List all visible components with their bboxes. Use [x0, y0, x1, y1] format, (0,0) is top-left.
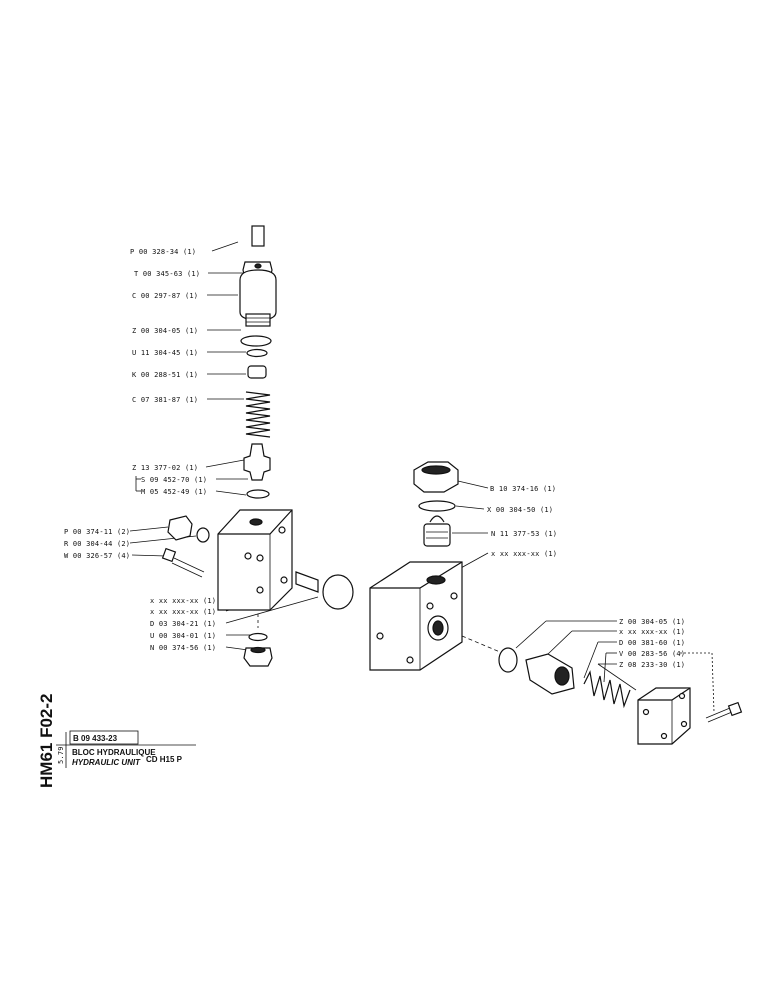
label-r-00-304-44: R 00 304-44 (2) — [64, 540, 130, 548]
cap-plug — [251, 225, 265, 247]
ring-u-11-304-45 — [246, 348, 268, 358]
poppet-z-13-377-02 — [243, 443, 271, 481]
model-designation: CD H15 P — [146, 755, 183, 764]
nut-hole — [254, 263, 262, 269]
o-ring-z-00-304-05-right — [498, 647, 518, 673]
cup-k-00-288-51 — [247, 365, 267, 379]
ring-m-05-452-49 — [246, 489, 270, 499]
seat-n-11-377-53 — [423, 523, 451, 547]
right-top-leader-lines — [449, 480, 489, 575]
drawing-date: 5.79 — [57, 746, 65, 764]
label-w-00-326-57: W 00 326-57 (4) — [64, 552, 130, 560]
label-xx-1: x xx xxx-xx (1) — [150, 597, 216, 605]
left-valve-block — [217, 509, 293, 611]
plug-n-00-374-56 — [243, 647, 273, 667]
label-u-00-304-01: U 00 304-01 (1) — [150, 632, 216, 640]
ring-u-00-304-01 — [248, 632, 268, 642]
label-xx-right-top: x xx xxx-xx (1) — [491, 550, 557, 558]
o-ring-z-00-304-05 — [240, 335, 272, 347]
label-b-10-374-16: B 10 374-16 (1) — [490, 485, 556, 493]
side-fitting — [295, 571, 319, 593]
label-n-00-374-56: N 00 374-56 (1) — [150, 644, 216, 652]
label-c-00-297-87: C 00 297-87 (1) — [132, 292, 198, 300]
label-d-00-381-60: D 00 381-60 (1) — [619, 639, 685, 647]
label-m-05-452-49: M 05 452-49 (1) — [141, 488, 207, 496]
label-xx-right-bottom: x xx xxx-xx (1) — [619, 628, 685, 636]
title-french: BLOC HYDRAULIQUE — [72, 748, 156, 757]
label-d-03-304-21: D 03 304-21 (1) — [150, 620, 216, 628]
label-u-11-304-45: U 11 304-45 (1) — [132, 349, 198, 357]
plug-p-00-374-11 — [167, 515, 193, 541]
right-bottom-leader-lines — [515, 620, 715, 713]
label-p-00-374-11: P 00 374-11 (2) — [64, 528, 130, 536]
left-part-labels: P 00 328-34 (1) T 00 345-63 (1) C 00 297… — [64, 248, 216, 652]
left-valve-stack — [161, 225, 354, 667]
ring-r-00-304-44 — [196, 527, 210, 543]
right-bottom-part-labels: Z 00 304-05 (1) x xx xxx-xx (1) D 00 381… — [619, 618, 685, 669]
label-p-00-328-34: P 00 328-34 (1) — [130, 248, 196, 256]
housing-thread — [245, 313, 271, 327]
o-ring-d-03-304-21 — [322, 574, 354, 610]
label-z-13-377-02: Z 13 377-02 (1) — [132, 464, 198, 472]
spring-d-00-381-60 — [583, 670, 631, 709]
right-valve-block — [369, 561, 463, 671]
drawing-part-number: B 09 433-23 — [73, 734, 118, 743]
screw-v-00-283-56 — [705, 701, 743, 723]
label-xx-2: x xx xxx-xx (1) — [150, 608, 216, 616]
label-s-09-452-70: S 09 452-70 (1) — [141, 476, 207, 484]
right-top-parts — [413, 461, 459, 547]
label-t-00-345-63: T 00 345-63 (1) — [134, 270, 200, 278]
right-bottom-parts — [498, 647, 743, 745]
label-x-00-304-50: X 00 304-50 (1) — [487, 506, 553, 514]
label-z-00-304-05: Z 00 304-05 (1) — [132, 327, 198, 335]
label-k-00-288-51: K 00 288-51 (1) — [132, 371, 198, 379]
label-c-07-381-87: C 07 381-87 (1) — [132, 396, 198, 404]
right-top-part-labels: B 10 374-16 (1) X 00 304-50 (1) N 11 377… — [487, 485, 557, 558]
valve-housing — [239, 269, 277, 321]
title-block: HM61 F02-2 5.79 B 09 433-23 BLOC HYDRAUL… — [37, 694, 196, 788]
bolt-w-00-326-57 — [161, 547, 205, 578]
label-z-08-233-30: Z 08 233-30 (1) — [619, 661, 685, 669]
title-english: HYDRAULIC UNIT — [72, 758, 141, 767]
label-v-00-283-56: V 00 283-56 (4) — [619, 650, 685, 658]
label-z-00-304-05-right: Z 00 304-05 (1) — [619, 618, 685, 626]
o-ring-x-00-304-50 — [418, 500, 456, 512]
label-n-11-377-53: N 11 377-53 (1) — [491, 530, 557, 538]
sheet-code: HM61 F02-2 — [37, 694, 56, 788]
end-cap-block-z-08-233-30 — [637, 687, 691, 745]
spring-c-07-381-87 — [245, 391, 271, 438]
